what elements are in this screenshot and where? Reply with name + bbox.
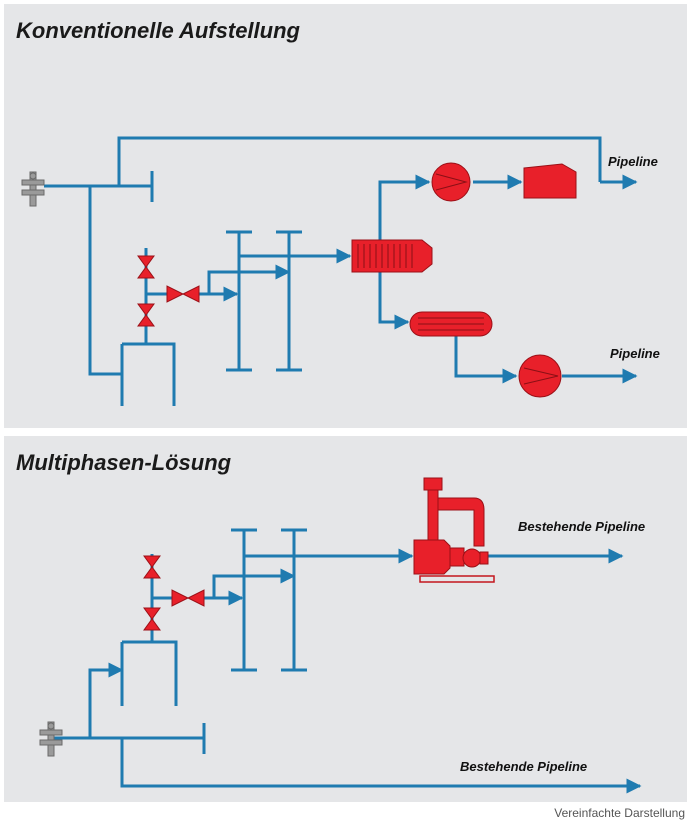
valve-icon: [171, 589, 205, 607]
panel-title-multiphase: Multiphasen-Lösung: [16, 450, 232, 475]
heater-icon: [351, 239, 433, 273]
footnote: Vereinfachte Darstellung: [554, 806, 685, 820]
wellhead-icon: [21, 171, 45, 207]
pipeline-label: Pipeline: [608, 154, 658, 169]
panel-conventional: Konventionelle Aufstellung: [4, 4, 687, 428]
pipeline-label: Bestehende Pipeline: [460, 759, 587, 774]
compressor-icon: [431, 162, 471, 202]
panel-multiphase: Multiphasen-Lösung: [4, 436, 687, 802]
wellhead-icon: [39, 721, 63, 757]
valve-icon: [137, 303, 155, 327]
pipeline-label: Bestehende Pipeline: [518, 519, 645, 534]
diagram-multiphase: Bestehende Pipeline Bestehende Pipeline: [39, 477, 645, 794]
valve-icon: [166, 285, 200, 303]
separator-icon: [409, 311, 493, 337]
valve-icon: [137, 255, 155, 279]
pipes-multiphase: [54, 528, 642, 794]
pump-icon: [518, 354, 562, 398]
panel-title-conventional: Konventionelle Aufstellung: [16, 18, 300, 43]
diagram-conventional: Pipeline Pipeline: [21, 136, 660, 406]
multiphase-pump-icon: [413, 477, 495, 583]
tank-icon: [523, 163, 577, 199]
valve-icon: [143, 555, 161, 579]
pipeline-label: Pipeline: [610, 346, 660, 361]
valve-icon: [143, 607, 161, 631]
